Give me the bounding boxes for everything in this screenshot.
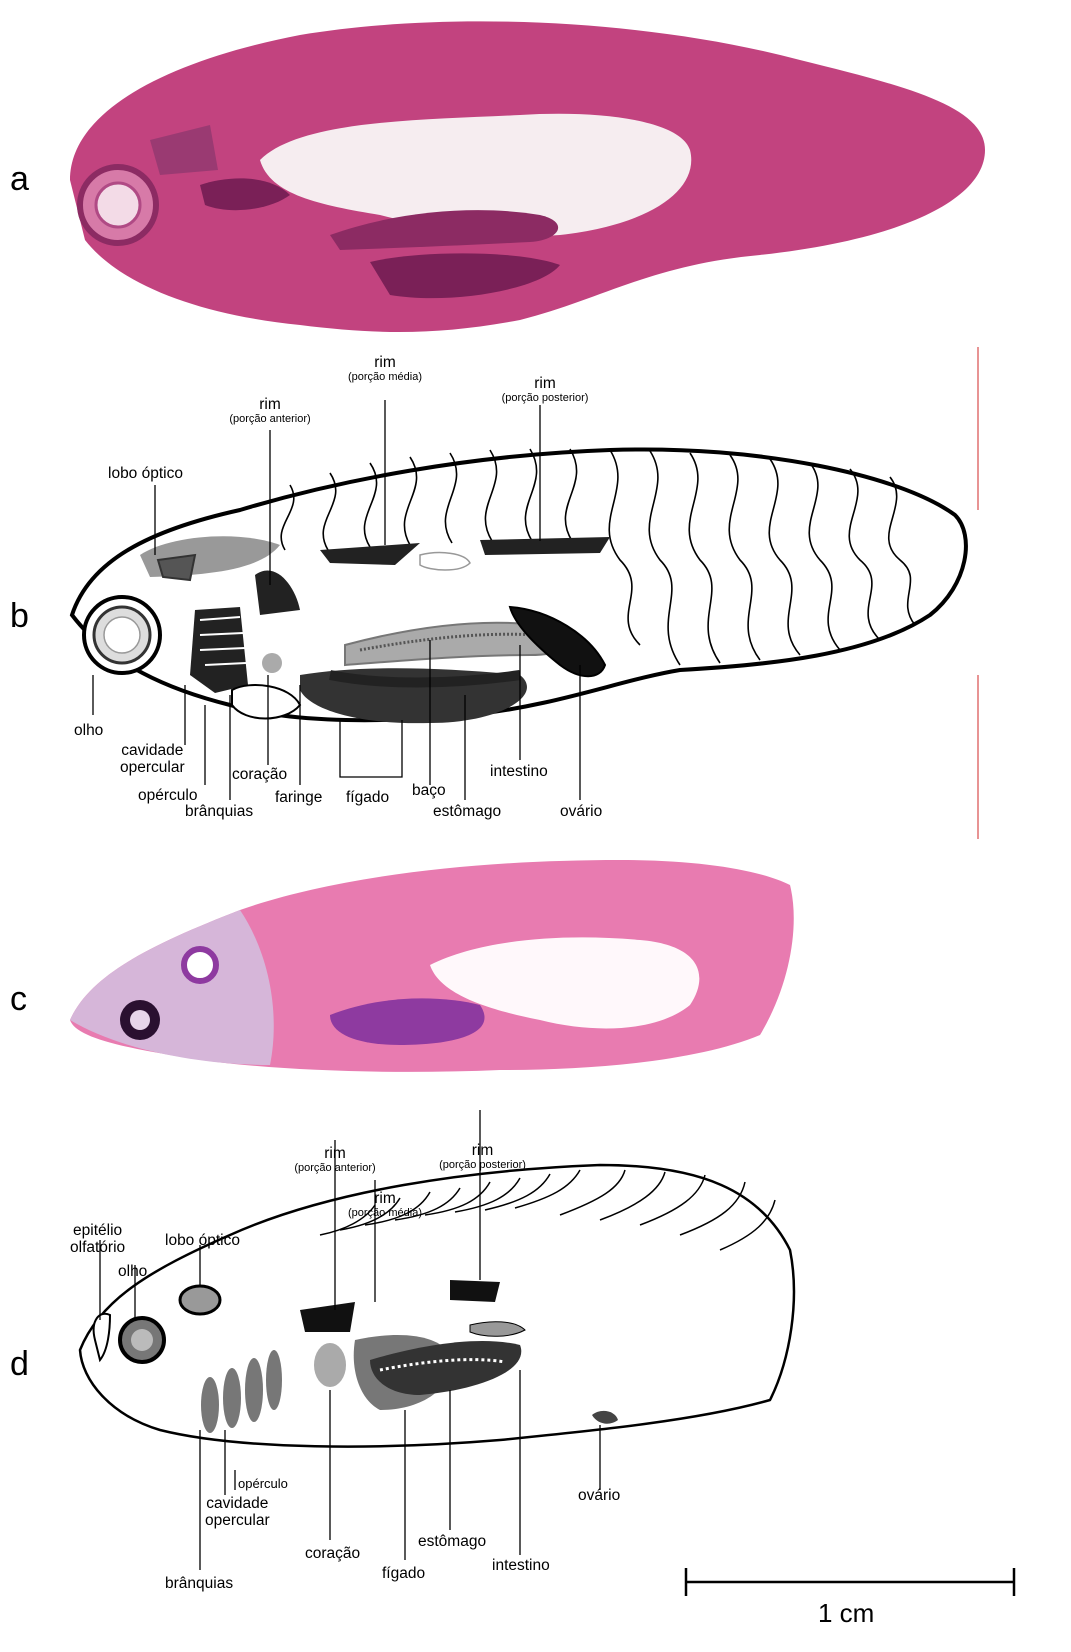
label-d-branquias: brânquias: [165, 1575, 233, 1592]
label-b-branquias: brânquias: [185, 803, 253, 820]
label-d-rim-media-sub: (porção média): [335, 1207, 435, 1219]
label-b-rim-media: rim (porção média): [330, 354, 440, 383]
label-b-rim-media-main: rim: [374, 354, 396, 371]
label-d-rim-posterior-main: rim: [472, 1142, 494, 1159]
label-d-ovario: ovário: [578, 1487, 620, 1504]
label-b-rim-anterior: rim (porção anterior): [215, 396, 325, 425]
label-b-rim-posterior-sub: (porção posterior): [485, 392, 605, 404]
panel-d-optic-lobe: [180, 1286, 220, 1314]
label-d-estomago: estômago: [418, 1533, 486, 1550]
label-b-figado: fígado: [346, 789, 389, 806]
label-d-coracao: coração: [305, 1545, 360, 1562]
panel-b-heart: [262, 653, 282, 673]
label-d-operculo: opérculo: [238, 1475, 288, 1492]
label-b-rim-anterior-sub: (porção anterior): [215, 413, 325, 425]
panel-c-head: [70, 910, 274, 1065]
label-d-rim-anterior: rim (porção anterior): [280, 1145, 390, 1174]
label-d-olho: olho: [118, 1263, 147, 1280]
label-b-intestino: intestino: [490, 763, 548, 780]
label-b-rim-posterior: rim (porção posterior): [485, 375, 605, 404]
label-d-rim-posterior: rim (porção posterior): [425, 1142, 540, 1171]
label-b-rim-posterior-main: rim: [534, 375, 556, 392]
panel-b-kidney-post: [480, 537, 610, 555]
label-b-cavidade-opercular: cavidade opercular: [120, 742, 185, 776]
label-b-rim-media-sub: (porção média): [330, 371, 440, 383]
label-b-baco: baço: [412, 782, 446, 799]
label-b-faringe: faringe: [275, 789, 322, 806]
panel-d-heart: [314, 1343, 346, 1387]
label-d-rim-anterior-main: rim: [324, 1145, 346, 1162]
scale-bar-label: 1 cm: [818, 1598, 874, 1629]
label-d-rim-media-main: rim: [374, 1190, 396, 1207]
panel-a-histology: [0, 0, 1071, 345]
label-d-figado: fígado: [382, 1565, 425, 1582]
label-b-ovario: ovário: [560, 803, 602, 820]
label-b-olho: olho: [74, 722, 103, 739]
panel-c-optic-lobe: [184, 949, 216, 981]
label-d-intestino: intestino: [492, 1557, 550, 1574]
label-b-lobo-optico: lobo óptico: [108, 465, 183, 482]
label-d-rim-media: rim (porção média): [335, 1190, 435, 1219]
label-b-estomago: estômago: [433, 803, 501, 820]
panel-d-kidney-post: [450, 1280, 500, 1302]
scale-bar-graphic: [686, 1568, 1014, 1596]
label-b-coracao: coração: [232, 766, 287, 783]
label-d-rim-posterior-sub: (porção posterior): [425, 1159, 540, 1171]
label-b-operculo: opérculo: [138, 787, 197, 804]
label-d-lobo-optico: lobo óptico: [165, 1232, 240, 1249]
label-d-rim-anterior-sub: (porção anterior): [280, 1162, 390, 1174]
panel-c-histology: [0, 845, 1071, 1075]
label-d-cavidade-opercular: cavidade opercular: [205, 1495, 270, 1529]
label-b-rim-anterior-main: rim: [259, 396, 281, 413]
label-d-epitelio-olfatorio: epitélio olfatório: [70, 1222, 125, 1256]
